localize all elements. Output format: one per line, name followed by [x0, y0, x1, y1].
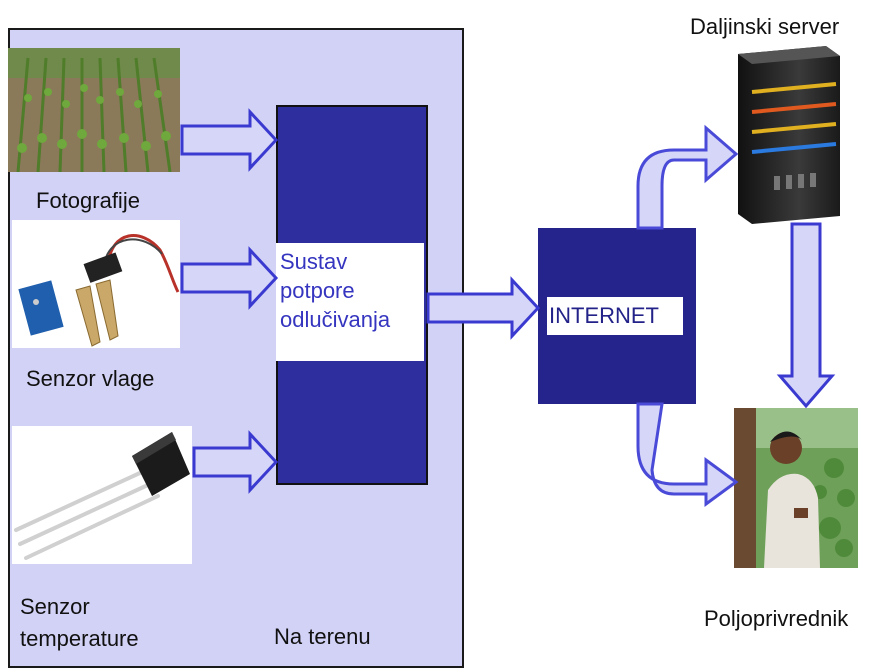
farmer-image [734, 408, 858, 568]
dss-label-line1: Sustav [280, 249, 348, 274]
server-image [734, 46, 842, 224]
dss-label-line3: odlučivanja [280, 307, 391, 333]
arrow-server-to-farmer [776, 222, 836, 409]
arrow-internet-to-farmer [636, 402, 739, 507]
temperature-sensor-label-line2: temperature [20, 626, 139, 651]
temperature-sensor-image [12, 426, 192, 564]
farmer-label: Poljoprivrednik [704, 606, 849, 631]
arrow-photos-to-dss [180, 108, 279, 172]
field-photo [8, 48, 180, 172]
photos-label: Fotografije [36, 188, 140, 213]
decision-support-label: Sustav potpore odlučivanja [276, 243, 424, 361]
remote-server-label: Daljinski server [690, 14, 840, 39]
internet-label: INTERNET [547, 297, 683, 335]
arrow-moisture-to-dss [180, 246, 279, 310]
temperature-sensor-label-line1: Senzor [20, 594, 90, 619]
moisture-sensor-label: Senzor vlage [26, 366, 155, 391]
field-location-label: Na terenu [274, 624, 371, 649]
dss-label-line2: potpore [280, 278, 355, 304]
moisture-sensor-image [12, 220, 180, 348]
arrow-dss-to-internet [426, 276, 541, 340]
arrow-temperature-to-dss [192, 430, 279, 494]
arrow-internet-to-server [636, 124, 739, 230]
